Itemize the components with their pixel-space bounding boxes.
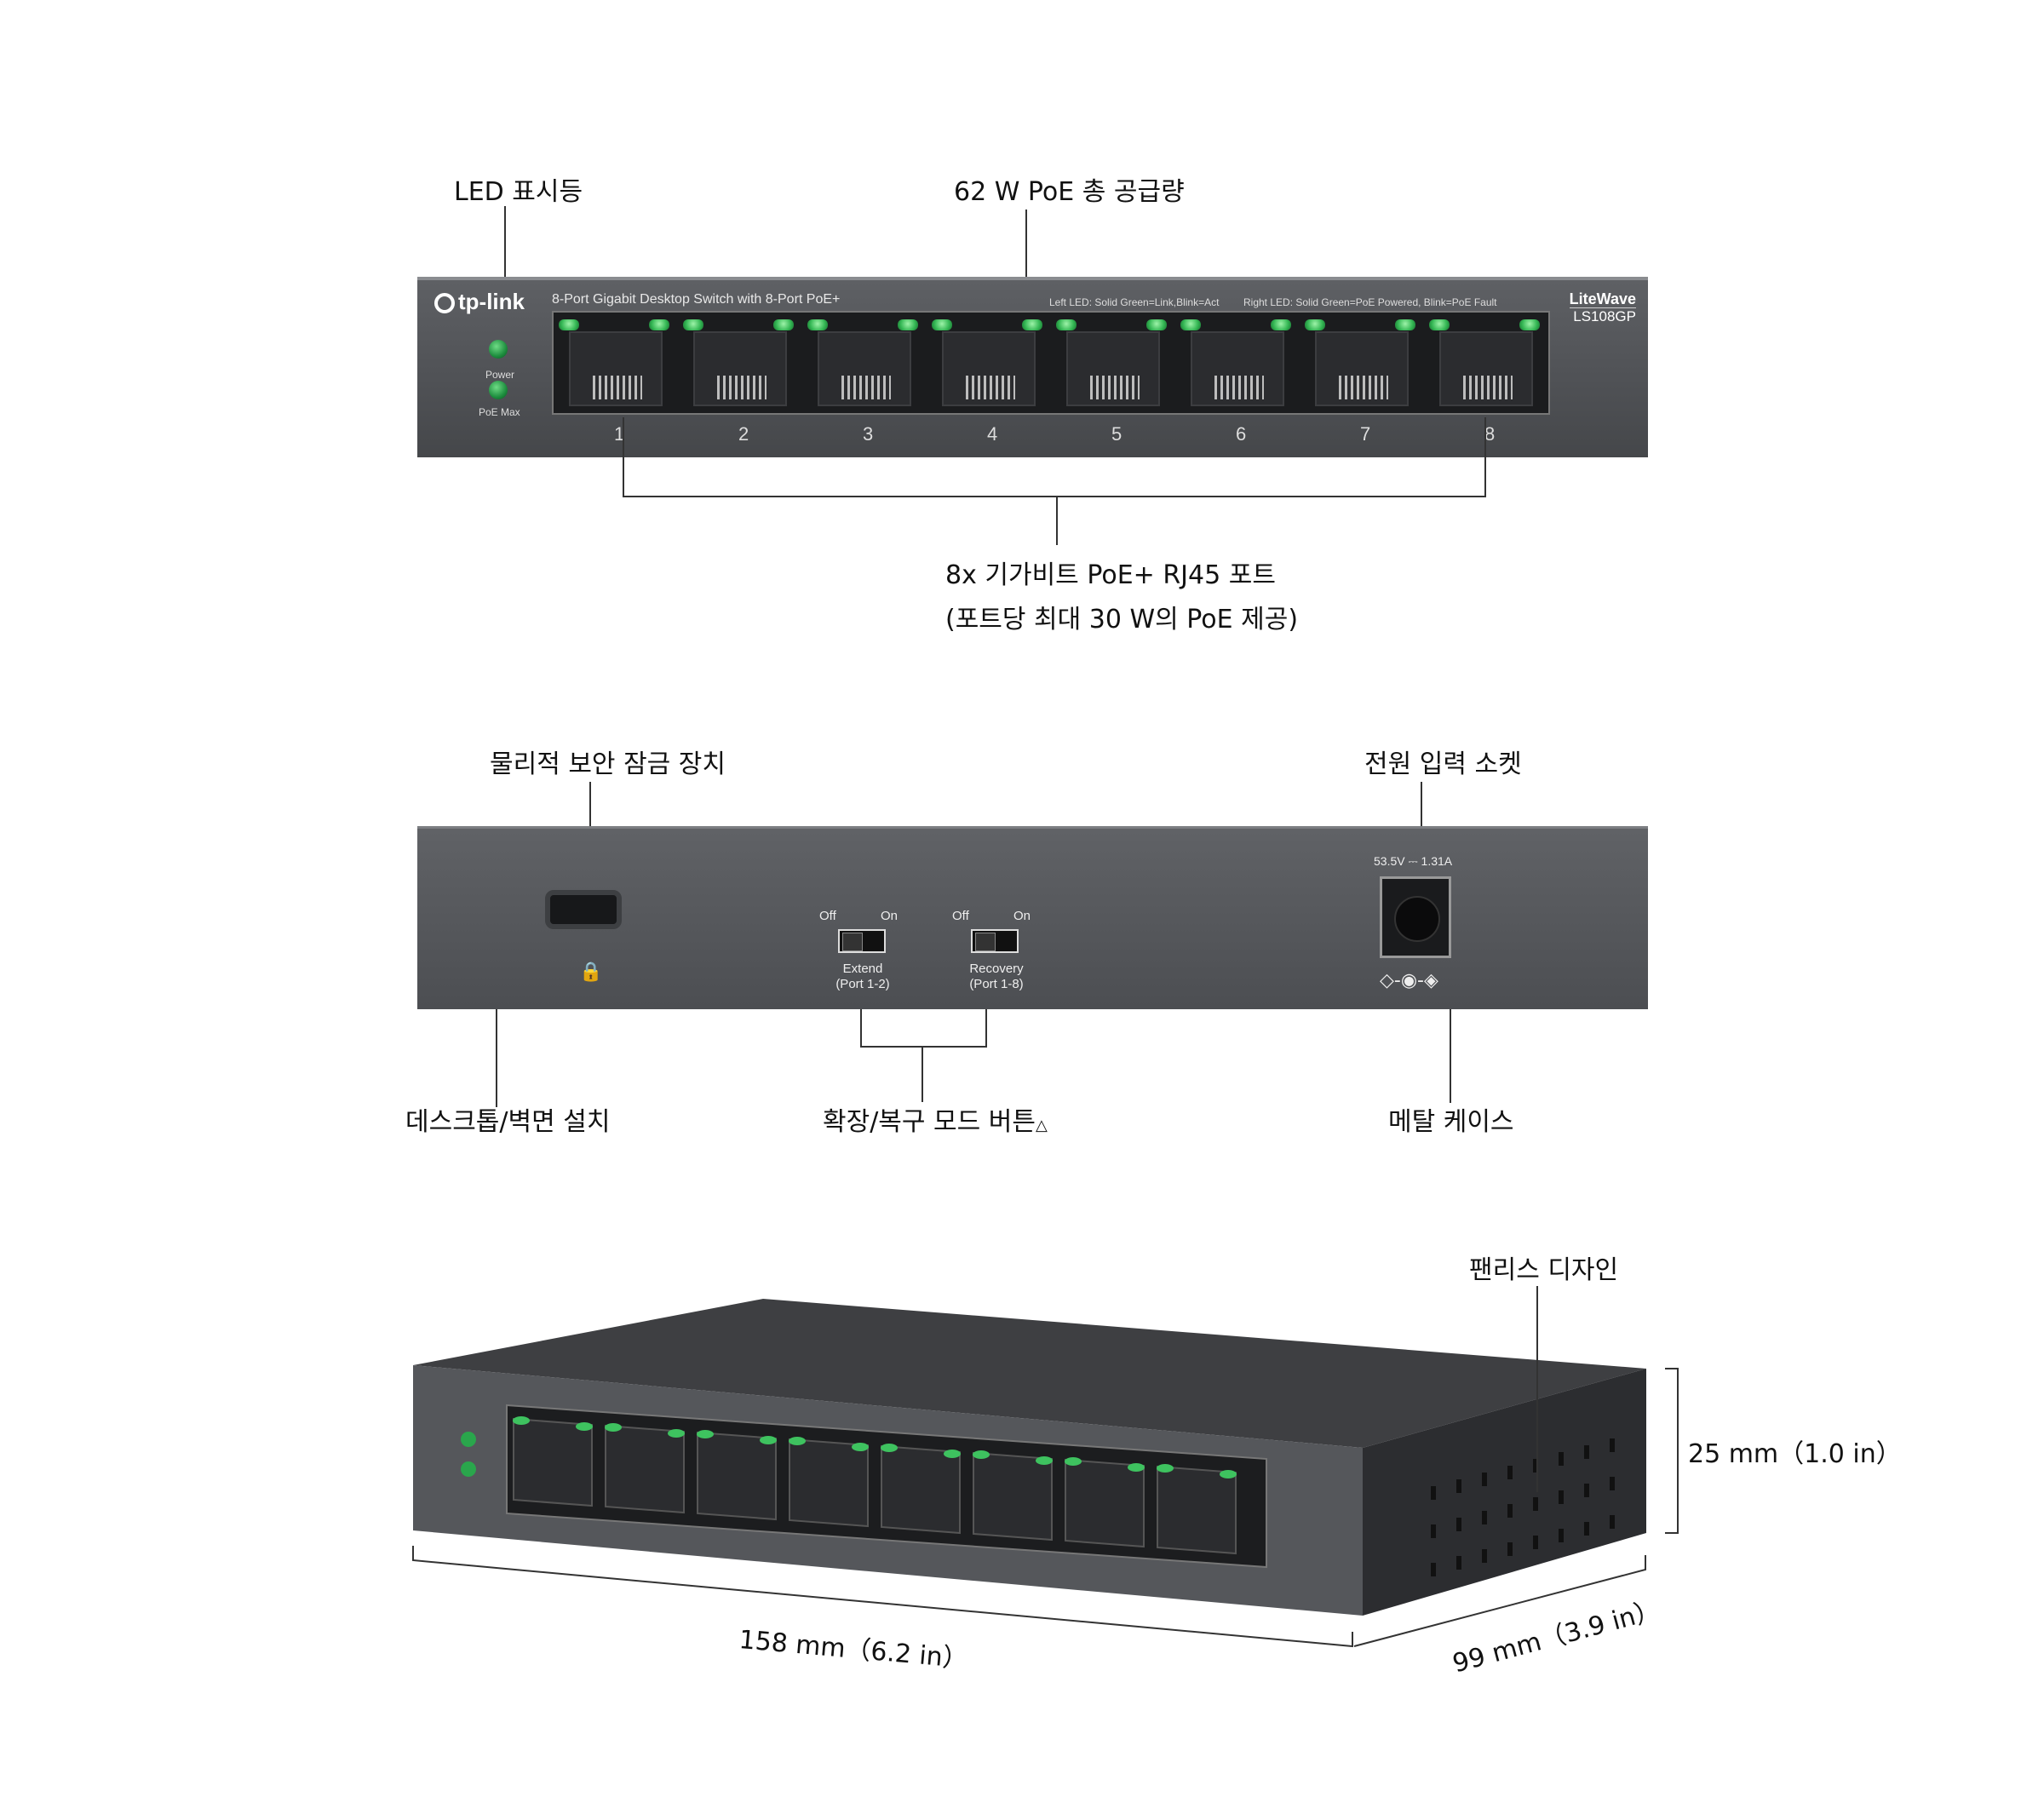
mode-bracket-right (985, 1009, 987, 1048)
recovery-switch[interactable] (971, 929, 1019, 953)
recovery-switch-ports: (Port 1-8) (969, 977, 1024, 991)
ports-callout-line1: 8x 기가비트 PoE+ RJ45 포트 (945, 560, 1276, 590)
depth-dimension-line (1353, 1555, 1646, 1647)
extend-switch-off-label: Off (819, 909, 836, 923)
lock-callout: 물리적 보안 잠금 장치 (490, 749, 726, 779)
mode-bracket-left (860, 1009, 862, 1048)
iso-port-4 (789, 1438, 869, 1528)
side-vents (1431, 1438, 1615, 1576)
dc-polarity-icon: ◇-◉-◈ (1380, 970, 1438, 991)
power-rating: 53.5V ⎓ 1.31A (1374, 854, 1453, 868)
poe-max-led (489, 381, 508, 399)
series-name: LiteWave (1569, 290, 1636, 307)
height-dimension-line (1665, 1368, 1679, 1534)
iso-port-8 (1157, 1465, 1237, 1555)
port-number-8: 8 (1484, 423, 1496, 445)
extend-switch-on-label: On (881, 909, 899, 923)
ports-callout-line2: (포트당 최대 30 W의 PoE 제공) (945, 605, 1299, 634)
port-number-6: 6 (1236, 423, 1247, 445)
ports-bracket-left (623, 417, 624, 497)
iso-power-led (461, 1432, 476, 1447)
recovery-switch-caption: Recovery (Port 1-8) (945, 962, 1048, 992)
mode-buttons-callout: 확장/복구 모드 버튼△ (823, 1100, 1048, 1138)
kensington-lock-slot[interactable] (545, 890, 622, 929)
power-led-label: Power (485, 369, 515, 381)
triangle-icon: △ (1035, 1117, 1048, 1134)
kensington-lock-icon: 🔒 (579, 962, 603, 983)
mode-bracket-stem (922, 1046, 923, 1102)
rj45-port-5[interactable] (1051, 313, 1175, 413)
product-title: 8-Port Gigabit Desktop Switch with 8-Por… (552, 292, 841, 307)
port-number-7: 7 (1360, 423, 1371, 445)
desktop-wall-callout-line (496, 1009, 497, 1107)
back-panel: 🔒 Off On Extend (Port 1-2) Off On Recove… (417, 826, 1648, 1009)
rj45-port-3[interactable] (802, 313, 927, 413)
port-number-3: 3 (863, 423, 874, 445)
height-dimension-label: 25 mm（1.0 in） (1688, 1439, 1902, 1469)
metal-case-callout-line (1450, 1009, 1451, 1103)
power-led (489, 340, 508, 359)
iso-port-3 (697, 1431, 777, 1521)
tp-link-logo-icon (434, 293, 455, 314)
ports-bracket-stem (1056, 496, 1058, 545)
led-callout-line (504, 206, 506, 344)
ports-bracket-right (1484, 417, 1486, 497)
recovery-switch-on-label: On (1013, 909, 1031, 923)
iso-port-leds (513, 1416, 1237, 1478)
rj45-port-1[interactable] (554, 313, 678, 413)
fanless-callout: 팬리스 디자인 (1469, 1255, 1619, 1285)
poe-max-led-label: PoE Max (479, 406, 520, 418)
iso-port-5 (881, 1444, 961, 1535)
extend-switch[interactable] (838, 929, 886, 953)
port-number-2: 2 (738, 423, 749, 445)
iso-port-7 (1065, 1458, 1145, 1548)
iso-port-1 (513, 1417, 593, 1507)
rj45-port-6[interactable] (1175, 313, 1300, 413)
right-led-legend: Right LED: Solid Green=PoE Powered, Blin… (1243, 296, 1497, 308)
switch-side-face (1363, 1369, 1646, 1616)
model-number: LS108GP (1569, 307, 1636, 325)
width-dimension-line (412, 1546, 1353, 1648)
iso-ports (513, 1417, 1237, 1555)
led-indicator-callout: LED 표시등 (454, 177, 583, 207)
desktop-wall-callout: 데스크톱/벽면 설치 (405, 1107, 611, 1137)
poe-budget-callout-line (1025, 210, 1027, 283)
port-number-1: 1 (614, 423, 625, 445)
rj45-port-7[interactable] (1300, 313, 1424, 413)
port-number-5: 5 (1111, 423, 1122, 445)
ports-bracket-bar (623, 496, 1486, 497)
rj45-port-4[interactable] (927, 313, 1051, 413)
extend-switch-ports: (Port 1-2) (835, 977, 890, 991)
front-panel: tp-link 8-Port Gigabit Desktop Switch wi… (417, 277, 1648, 457)
mode-buttons-callout-text: 확장/복구 모드 버튼 (823, 1107, 1036, 1137)
port-block (552, 311, 1550, 415)
left-led-legend: Left LED: Solid Green=Link,Blink=Act (1049, 296, 1220, 308)
brand-text: tp-link (458, 289, 525, 314)
metal-case-callout: 메탈 케이스 (1388, 1107, 1514, 1137)
iso-port-2 (605, 1424, 685, 1514)
recovery-switch-name: Recovery (969, 962, 1024, 976)
iso-poe-max-led (461, 1461, 476, 1477)
extend-switch-name: Extend (842, 962, 883, 976)
rj45-port-8[interactable] (1424, 313, 1548, 413)
extend-switch-caption: Extend (Port 1-2) (818, 962, 908, 992)
port-number-4: 4 (987, 423, 998, 445)
brand-logo: tp-link (434, 289, 525, 315)
switch-top-face (413, 1299, 1646, 1448)
mode-bracket-bar (860, 1046, 987, 1048)
rj45-port-2[interactable] (678, 313, 802, 413)
poe-budget-callout: 62 W PoE 총 공급량 (954, 177, 1185, 207)
iso-port-6 (973, 1451, 1053, 1542)
power-socket-callout: 전원 입력 소켓 (1364, 749, 1522, 779)
series-badge: LiteWave LS108GP (1569, 290, 1636, 325)
recovery-switch-off-label: Off (952, 909, 969, 923)
dc-power-socket[interactable] (1380, 876, 1451, 958)
